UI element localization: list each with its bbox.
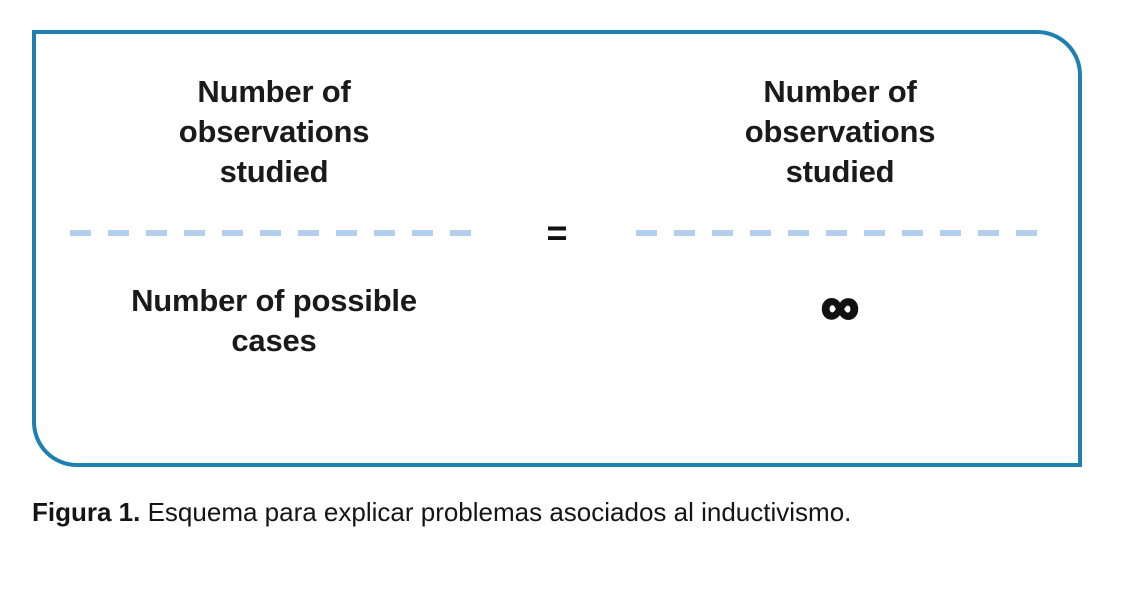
figure-caption: Figura 1. Esquema para explicar problema…: [32, 495, 1130, 529]
fraction-right-bar: [636, 230, 1044, 236]
equals-spacer-bottom: [512, 236, 602, 406]
fraction-left: Number of observations studied Number of…: [36, 34, 512, 463]
caption-label: Figura 1.: [32, 497, 141, 527]
equals-sign: =: [546, 212, 568, 253]
fraction-left-denominator: Number of possible cases: [36, 236, 512, 406]
fraction-left-numerator-text: Number of observations studied: [178, 74, 370, 189]
equation: Number of observations studied Number of…: [36, 34, 1078, 463]
equals-spacer-top: [512, 34, 602, 230]
infinity-symbol: ∞: [820, 278, 860, 336]
fraction-right-numerator-text: Number of observations studied: [744, 74, 936, 189]
fraction-right-denominator: ∞: [602, 236, 1078, 406]
equals-column: =: [512, 34, 602, 463]
fraction-right-numerator: Number of observations studied: [602, 34, 1078, 230]
fraction-left-bar: [70, 230, 478, 236]
caption-text: Esquema para explicar problemas asociado…: [147, 497, 852, 527]
figure-box: Number of observations studied Number of…: [32, 30, 1082, 467]
fraction-right: Number of observations studied ∞: [602, 34, 1078, 463]
fraction-left-numerator: Number of observations studied: [36, 34, 512, 230]
equals-row: =: [546, 212, 568, 253]
fraction-left-denominator-text: Number of possible cases: [131, 283, 417, 358]
